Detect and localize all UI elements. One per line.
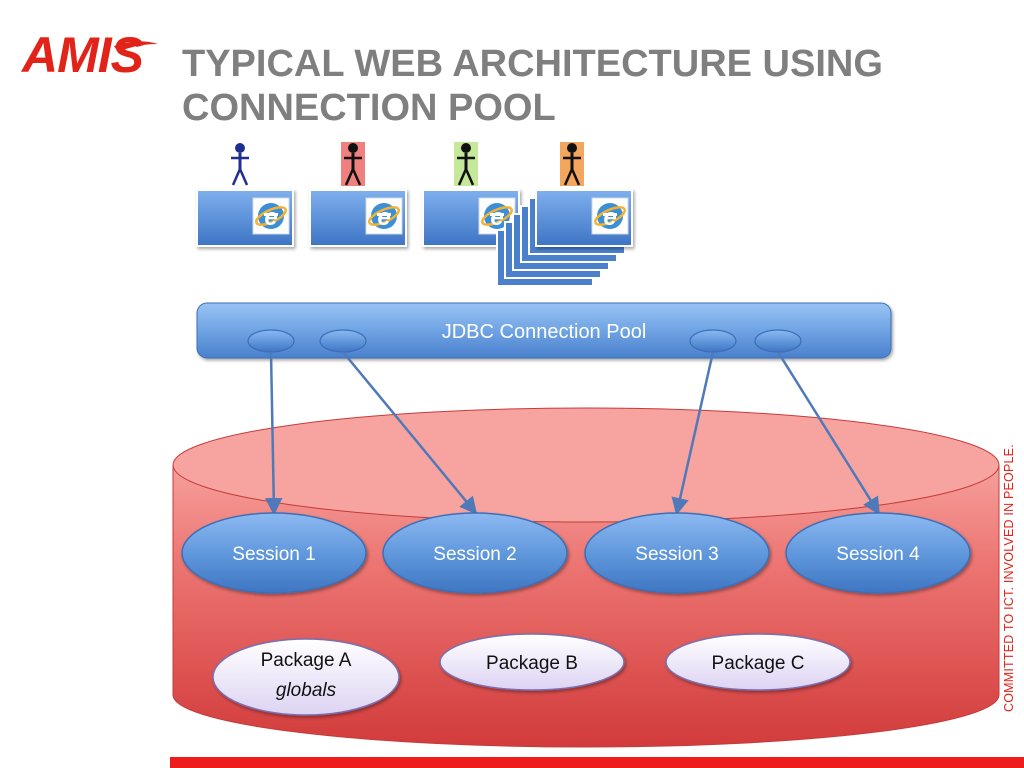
svg-text:e: e [377, 204, 390, 231]
session-label: Session 1 [232, 544, 315, 565]
package-label: Package A [261, 650, 352, 671]
slide-title: TYPICAL WEB ARCHITECTURE USING CONNECTIO… [182, 42, 962, 130]
pool-label: JDBC Connection Pool [442, 321, 647, 343]
browser-window: e [196, 189, 294, 247]
package-sublabel: globals [276, 680, 337, 701]
connection-arrow [671, 351, 715, 516]
package-node: Package A globals [212, 638, 400, 716]
user-icon [231, 143, 249, 186]
title-line-2: CONNECTION POOL [182, 87, 556, 129]
package-node: Package C [665, 633, 851, 691]
amis-logo: AMIS [22, 27, 144, 83]
internet-explorer-icon: e [252, 197, 290, 235]
svg-text:e: e [490, 204, 503, 231]
svg-text:e: e [603, 204, 616, 231]
session-node: Session 1 [181, 512, 367, 594]
session-node: Session 2 [382, 512, 568, 594]
pool-connection [319, 329, 367, 353]
package-node: Package B [439, 633, 625, 691]
session-label: Session 2 [433, 544, 516, 565]
internet-explorer-icon: e [365, 197, 403, 235]
connection-arrow [342, 351, 478, 515]
package-label: Package C [712, 653, 805, 674]
sessions-group: Session 1 Session 2 Session 3 Session 4 [181, 512, 971, 594]
browser-window: e [535, 189, 633, 247]
user-icon [560, 142, 584, 186]
browser-window: e [309, 189, 407, 247]
session-label: Session 4 [836, 544, 920, 565]
pool-connection [247, 329, 295, 353]
packages-group: Package A globals Package B Package C [212, 633, 851, 716]
user-icon [341, 142, 365, 186]
connection-arrows-group [264, 351, 880, 516]
internet-explorer-icon: e [591, 197, 629, 235]
pool-connection [754, 329, 802, 353]
users-group [231, 142, 584, 186]
bottom-bar [170, 757, 1024, 768]
internet-explorer-icon: e [478, 197, 516, 235]
tagline-vertical: COMMITTED TO ICT. INVOLVED IN PEOPLE. [1002, 444, 1016, 712]
session-node: Session 3 [584, 512, 770, 594]
connection-arrow [264, 351, 283, 516]
logo-swoosh-icon [114, 41, 158, 52]
connection-arrow [776, 351, 880, 515]
user-icon [454, 142, 478, 186]
title-line-1: TYPICAL WEB ARCHITECTURE USING [182, 43, 883, 85]
svg-text:e: e [264, 204, 277, 231]
session-label: Session 3 [635, 544, 718, 565]
session-node: Session 4 [785, 512, 971, 594]
package-label: Package B [486, 653, 578, 674]
pool-connection [689, 329, 737, 353]
